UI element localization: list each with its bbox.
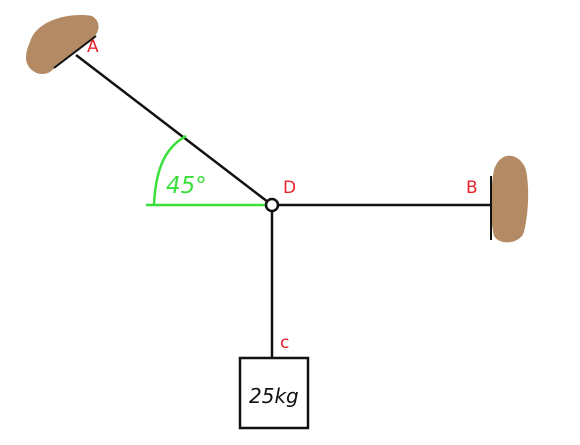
wall-support-right — [490, 155, 529, 243]
angle-label: 45° — [166, 173, 207, 199]
junction-d — [264, 197, 280, 213]
angle-arc — [152, 134, 187, 205]
label-d: D — [283, 178, 296, 198]
mass-box — [238, 356, 310, 430]
label-b: B — [466, 178, 478, 198]
mass-label: 25kg — [249, 384, 299, 408]
label-c: c — [280, 333, 289, 353]
wall-support-left — [26, 15, 99, 75]
label-a: A — [87, 37, 99, 57]
cable-ad — [75, 54, 269, 203]
